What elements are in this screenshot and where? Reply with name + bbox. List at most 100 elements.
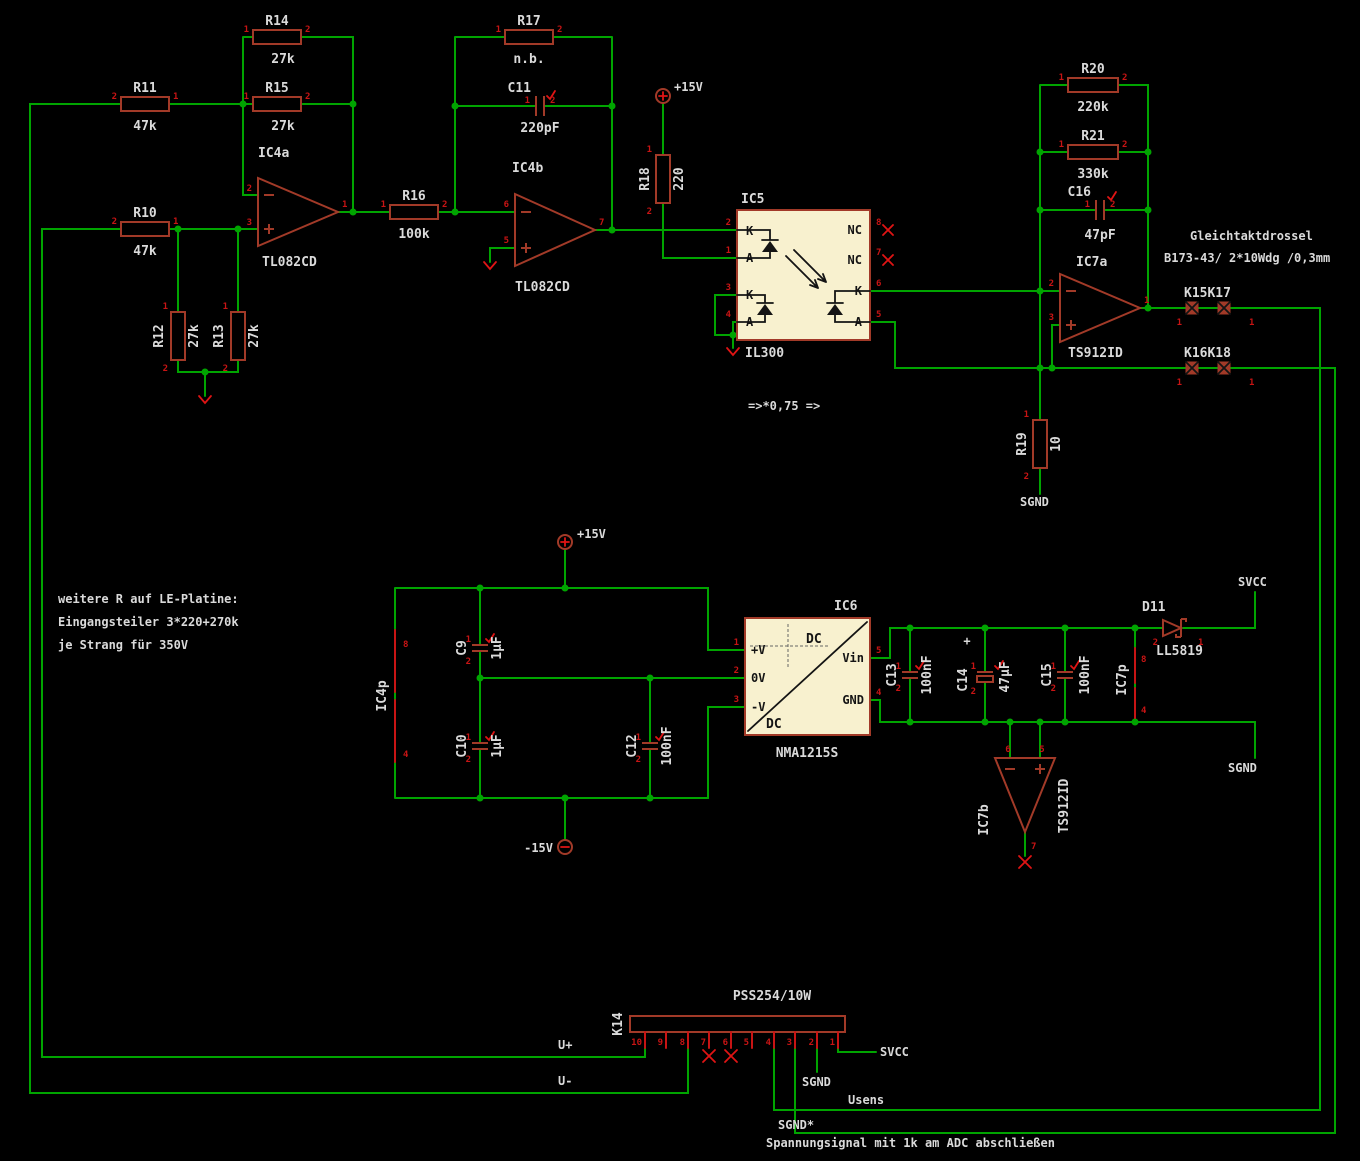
r11-value-label: 47k [133,119,157,134]
k14-pin-1: 1 [830,1038,835,1048]
ic7b-name-label: IC7b [977,804,992,835]
r16-value-label: 100k [398,227,429,242]
ic6-label-vin: Vin [842,651,864,665]
capacitor-c11[interactable]: C11 220pF 1 2 [508,81,560,136]
r15-name-label: R15 [265,81,288,96]
r11-pin-2: 1 [173,92,178,102]
supply-m15v[interactable]: -15V [524,839,573,855]
pads-k15k17[interactable]: K15K17 1 1 [1177,286,1255,328]
ic4b-pin-inv: 6 [504,200,509,210]
resistor-r10[interactable]: R10 47k 2 1 [112,206,179,259]
wire-sense-lines [773,307,1336,1134]
ic5-pin-7: 7 [876,248,881,258]
resistor-r15[interactable]: R15 27k 1 2 [244,81,311,134]
net-sgnd-k14: SGND [802,1075,831,1089]
net-usens: Usens [848,1093,884,1107]
capacitor-c16[interactable]: C16 47pF 1 2 [1068,185,1117,243]
ic5-pin-6: 6 [876,279,881,289]
c16-value-label: 47pF [1084,228,1115,243]
ic5-letter-r5: A [855,315,863,329]
wire-ic4a-feedback-out [300,36,516,213]
resistor-r21[interactable]: R21 330k 1 2 [1059,129,1128,182]
c13-pin-1: 1 [896,662,901,672]
r15-pin-1: 1 [244,92,249,102]
resistor-r19[interactable]: R19 10 1 2 [1015,410,1064,482]
r13-name-label: R13 [212,324,227,347]
net-wires[interactable] [29,36,1336,1134]
ic5-pin-3: 3 [726,283,731,293]
k14-pin-5: 5 [744,1038,749,1048]
r21-name-label: R21 [1081,129,1105,144]
power-pins-ic4p[interactable]: IC4p 8 4 [375,629,409,763]
r11-pin-1: 2 [112,92,117,102]
wire-svcc-sgnd-rails [869,591,1256,857]
r18-value-label: 220 [672,167,687,191]
c9-pin-1: 1 [466,635,471,645]
capacitor-c15[interactable]: C15 100nF 1 2 [1040,655,1093,694]
resistor-r16[interactable]: R16 100k 1 2 [381,189,448,242]
connector-k14[interactable]: K14 PSS254/10W 10 9 8 7 6 5 4 3 2 1 [611,989,846,1049]
r15-value-label: 27k [271,119,295,134]
wire-u-plus-loop [41,228,646,1058]
c10-name-label: C10 [455,734,470,758]
r21-value-label: 330k [1077,167,1108,182]
note-le-1: weitere R auf LE-Platine: [58,592,239,606]
resistor-r11[interactable]: R11 47k 2 1 [112,81,179,134]
ic6-label-minusv: -V [751,700,765,714]
r13-value-label: 27k [247,324,262,348]
r20-name-label: R20 [1081,62,1105,77]
c15-value-label: 100nF [1078,655,1093,694]
opamp-ic7b[interactable]: IC7b TS912ID 6 5 7 [977,745,1072,852]
dcdc-ic6[interactable]: IC6 NMA1215S DC DC +V 0V -V Vin GND 1 2 … [734,599,882,761]
net-u-minus: U- [558,1074,572,1088]
ic4a-pin-out: 1 [342,200,347,210]
ic4a-pin-inv: 2 [247,184,252,194]
ic4a-value-label: TL082CD [262,255,317,270]
diode-d11[interactable]: D11 LL5819 2 1 [1142,600,1203,659]
pads-k16k18[interactable]: K16K18 1 1 [1177,346,1255,388]
net-sgnd-r19: SGND [1020,495,1049,509]
opamp-ic4a[interactable]: IC4a TL082CD 2 3 1 [247,146,348,270]
c15-name-label: C15 [1040,663,1055,686]
resistor-r14[interactable]: R14 27k 1 2 [244,14,311,67]
opamp-ic4b[interactable]: IC4b TL082CD 6 5 7 [504,161,605,295]
net-labels[interactable]: SGND SVCC SGND SVCC SGND U+ U- Usens SGN… [558,495,1267,1132]
power-pins-ic7p[interactable]: IC7p 8 4 [1115,647,1147,719]
r11-name-label: R11 [133,81,157,96]
k14-pin-4: 4 [766,1038,772,1048]
k16k18-pin-a: 1 [1177,378,1182,388]
r21-pin-2: 2 [1122,140,1127,150]
resistor-r20[interactable]: R20 220k 1 2 [1059,62,1128,115]
capacitor-c10[interactable]: C10 1µF 1 2 [455,731,505,765]
r17-pin-2: 2 [557,25,562,35]
ic5-pin-8: 8 [876,218,881,228]
resistor-r12[interactable]: R12 27k 1 2 [152,302,202,374]
opamp-ic7a[interactable]: IC7a TS912ID 2 3 1 [1049,255,1150,361]
c16-name-label: C16 [1068,185,1092,200]
ic7a-value-label: TS912ID [1068,346,1123,361]
capacitor-c12[interactable]: C12 100nF 1 2 [625,726,675,765]
resistor-r18[interactable]: R18 220 1 2 [638,145,687,217]
k14-pin-6: 6 [723,1038,728,1048]
wire-opto-feedback-pd [714,294,738,349]
net-svcc-d11: SVCC [1238,575,1267,589]
supply-p15v-mid[interactable]: +15V [557,527,606,550]
ic6-pin-gnd: 4 [876,688,882,698]
p15v-top-label: +15V [674,80,703,94]
ic4b-value-label: TL082CD [515,280,570,295]
d11-pin-k: 1 [1198,638,1203,648]
r10-value-label: 47k [133,244,157,259]
c13-value-label: 100nF [920,655,935,694]
capacitor-c13[interactable]: C13 100nF 1 2 [885,655,935,694]
optocoupler-ic5[interactable]: IC5 IL300 K A K A NC NC K A 2 1 3 4 8 7 … [726,192,882,361]
ic4b-pin-out: 7 [599,218,604,228]
r10-pin-1: 2 [112,217,117,227]
capacitor-c9[interactable]: C9 1µF 1 2 [455,633,505,667]
resistor-r17[interactable]: R17 n.b. 1 2 [496,14,563,67]
capacitor-c14[interactable]: + C14 47µF 1 2 [956,634,1013,697]
c9-pin-2: 2 [466,657,471,667]
supply-p15v-top[interactable]: +15V [655,80,703,104]
ic5-letter-r6: K [855,284,863,298]
wire-ic4b-feedback [454,36,613,231]
resistor-r13[interactable]: R13 27k 1 2 [212,302,262,374]
